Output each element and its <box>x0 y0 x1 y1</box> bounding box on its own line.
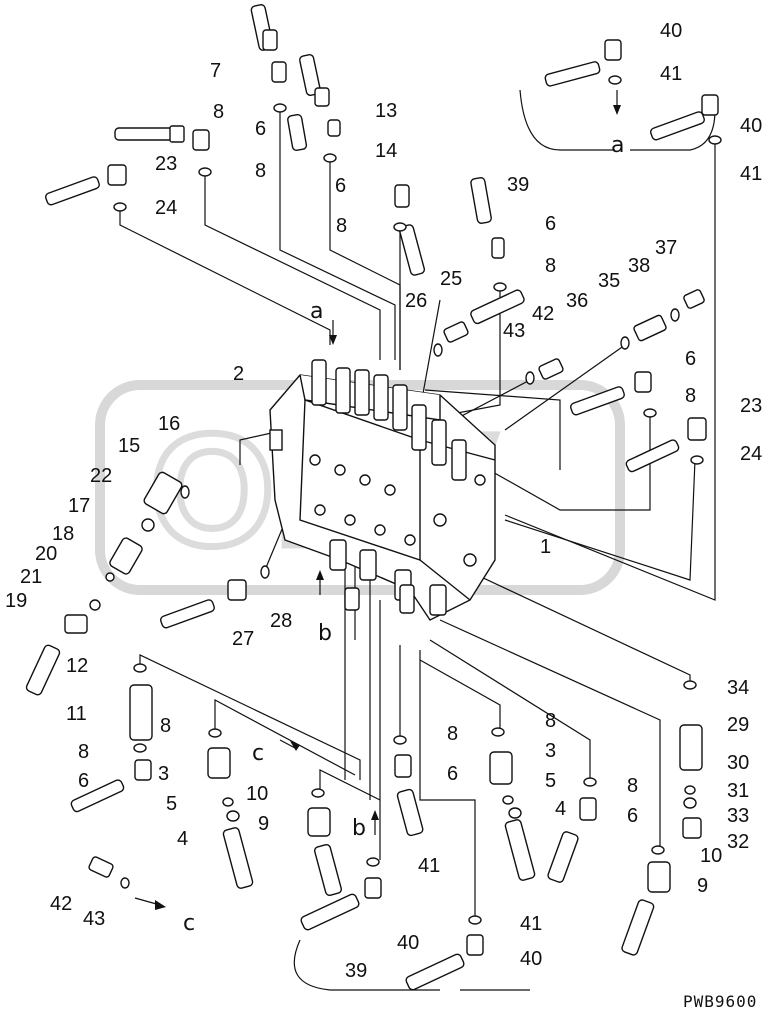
control-valve-body <box>269 359 496 621</box>
callout-22: 22 <box>90 465 112 487</box>
callout-23: 23 <box>740 395 762 417</box>
callout-39: 39 <box>345 960 367 982</box>
callout-9: 9 <box>258 813 269 835</box>
callout-42: 42 <box>50 893 72 915</box>
callout-36: 36 <box>566 290 588 312</box>
drawing-code: PWB9600 <box>683 992 757 1011</box>
callout-8: 8 <box>545 255 556 277</box>
callout-15: 15 <box>118 435 140 457</box>
callout-21: 21 <box>20 566 42 588</box>
callout-6: 6 <box>335 175 346 197</box>
callout-23: 23 <box>155 153 177 175</box>
callout-41: 41 <box>520 913 542 935</box>
callout-33: 33 <box>727 805 749 827</box>
callout-6: 6 <box>685 348 696 370</box>
callout-35: 35 <box>598 270 620 292</box>
callout-4: 4 <box>177 828 188 850</box>
callout-8: 8 <box>78 741 89 763</box>
callout-29: 29 <box>727 714 749 736</box>
callout-38: 38 <box>628 255 650 277</box>
callout-34: 34 <box>727 677 749 699</box>
view-letter-b-mid: b <box>318 621 332 646</box>
callout-2: 2 <box>233 363 244 385</box>
callout-25: 25 <box>440 268 462 290</box>
callout-12: 12 <box>66 655 88 677</box>
callout-7: 7 <box>210 60 221 82</box>
view-letter-b-lower: b <box>352 816 366 841</box>
view-letter-a-top: a <box>310 299 323 324</box>
callout-13: 13 <box>375 100 397 122</box>
callout-24: 24 <box>740 443 762 465</box>
callout-30: 30 <box>727 752 749 774</box>
callout-6: 6 <box>627 805 638 827</box>
part-callouts: 1 2 3 3 4 4 5 5 6 6 6 6 6 6 6 7 8 8 8 8 … <box>5 20 762 982</box>
direction-arrows <box>134 90 621 910</box>
callout-42: 42 <box>532 303 554 325</box>
callout-17: 17 <box>68 495 90 517</box>
callout-19: 19 <box>5 590 27 612</box>
callout-8: 8 <box>627 775 638 797</box>
callout-40: 40 <box>740 115 762 137</box>
callout-8: 8 <box>545 710 556 732</box>
view-letter-c-mid: c <box>252 741 264 766</box>
callout-10: 10 <box>246 783 268 805</box>
view-letter-a-right: a <box>611 133 624 158</box>
view-letter-c-lower: c <box>183 911 195 936</box>
callout-6: 6 <box>447 763 458 785</box>
callout-41: 41 <box>418 855 440 877</box>
callout-18: 18 <box>52 523 74 545</box>
callout-10: 10 <box>700 845 722 867</box>
callout-6: 6 <box>255 118 266 140</box>
callout-40: 40 <box>660 20 682 42</box>
callout-3: 3 <box>158 763 169 785</box>
callout-6: 6 <box>545 213 556 235</box>
callout-5: 5 <box>166 793 177 815</box>
callout-8: 8 <box>213 101 224 123</box>
callout-14: 14 <box>375 140 397 162</box>
callout-43: 43 <box>83 908 105 930</box>
callout-28: 28 <box>270 610 292 632</box>
callout-40: 40 <box>397 932 419 954</box>
callout-1: 1 <box>540 536 551 558</box>
callout-11: 11 <box>66 703 87 725</box>
callout-24: 24 <box>155 197 177 219</box>
callout-20: 20 <box>35 543 57 565</box>
callout-37: 37 <box>655 237 677 259</box>
callout-43: 43 <box>503 320 525 342</box>
o-rings <box>89 75 722 925</box>
callout-32: 32 <box>727 831 749 853</box>
callout-16: 16 <box>158 413 180 435</box>
callout-40: 40 <box>520 948 542 970</box>
callout-9: 9 <box>697 875 708 897</box>
fittings-and-hoses <box>25 4 719 991</box>
callout-26: 26 <box>405 290 427 312</box>
callout-8: 8 <box>336 215 347 237</box>
callout-41: 41 <box>740 163 762 185</box>
callout-39: 39 <box>507 174 529 196</box>
callout-27: 27 <box>232 628 254 650</box>
callout-31: 31 <box>727 780 749 802</box>
callout-8: 8 <box>255 160 266 182</box>
callout-6: 6 <box>78 770 89 792</box>
callout-8: 8 <box>447 723 458 745</box>
callout-3: 3 <box>545 740 556 762</box>
callout-5: 5 <box>545 770 556 792</box>
callout-8: 8 <box>685 385 696 407</box>
view-letters: a a b b c c <box>183 133 624 936</box>
callout-41: 41 <box>660 63 682 85</box>
callout-4: 4 <box>555 798 566 820</box>
callout-8: 8 <box>160 715 171 737</box>
